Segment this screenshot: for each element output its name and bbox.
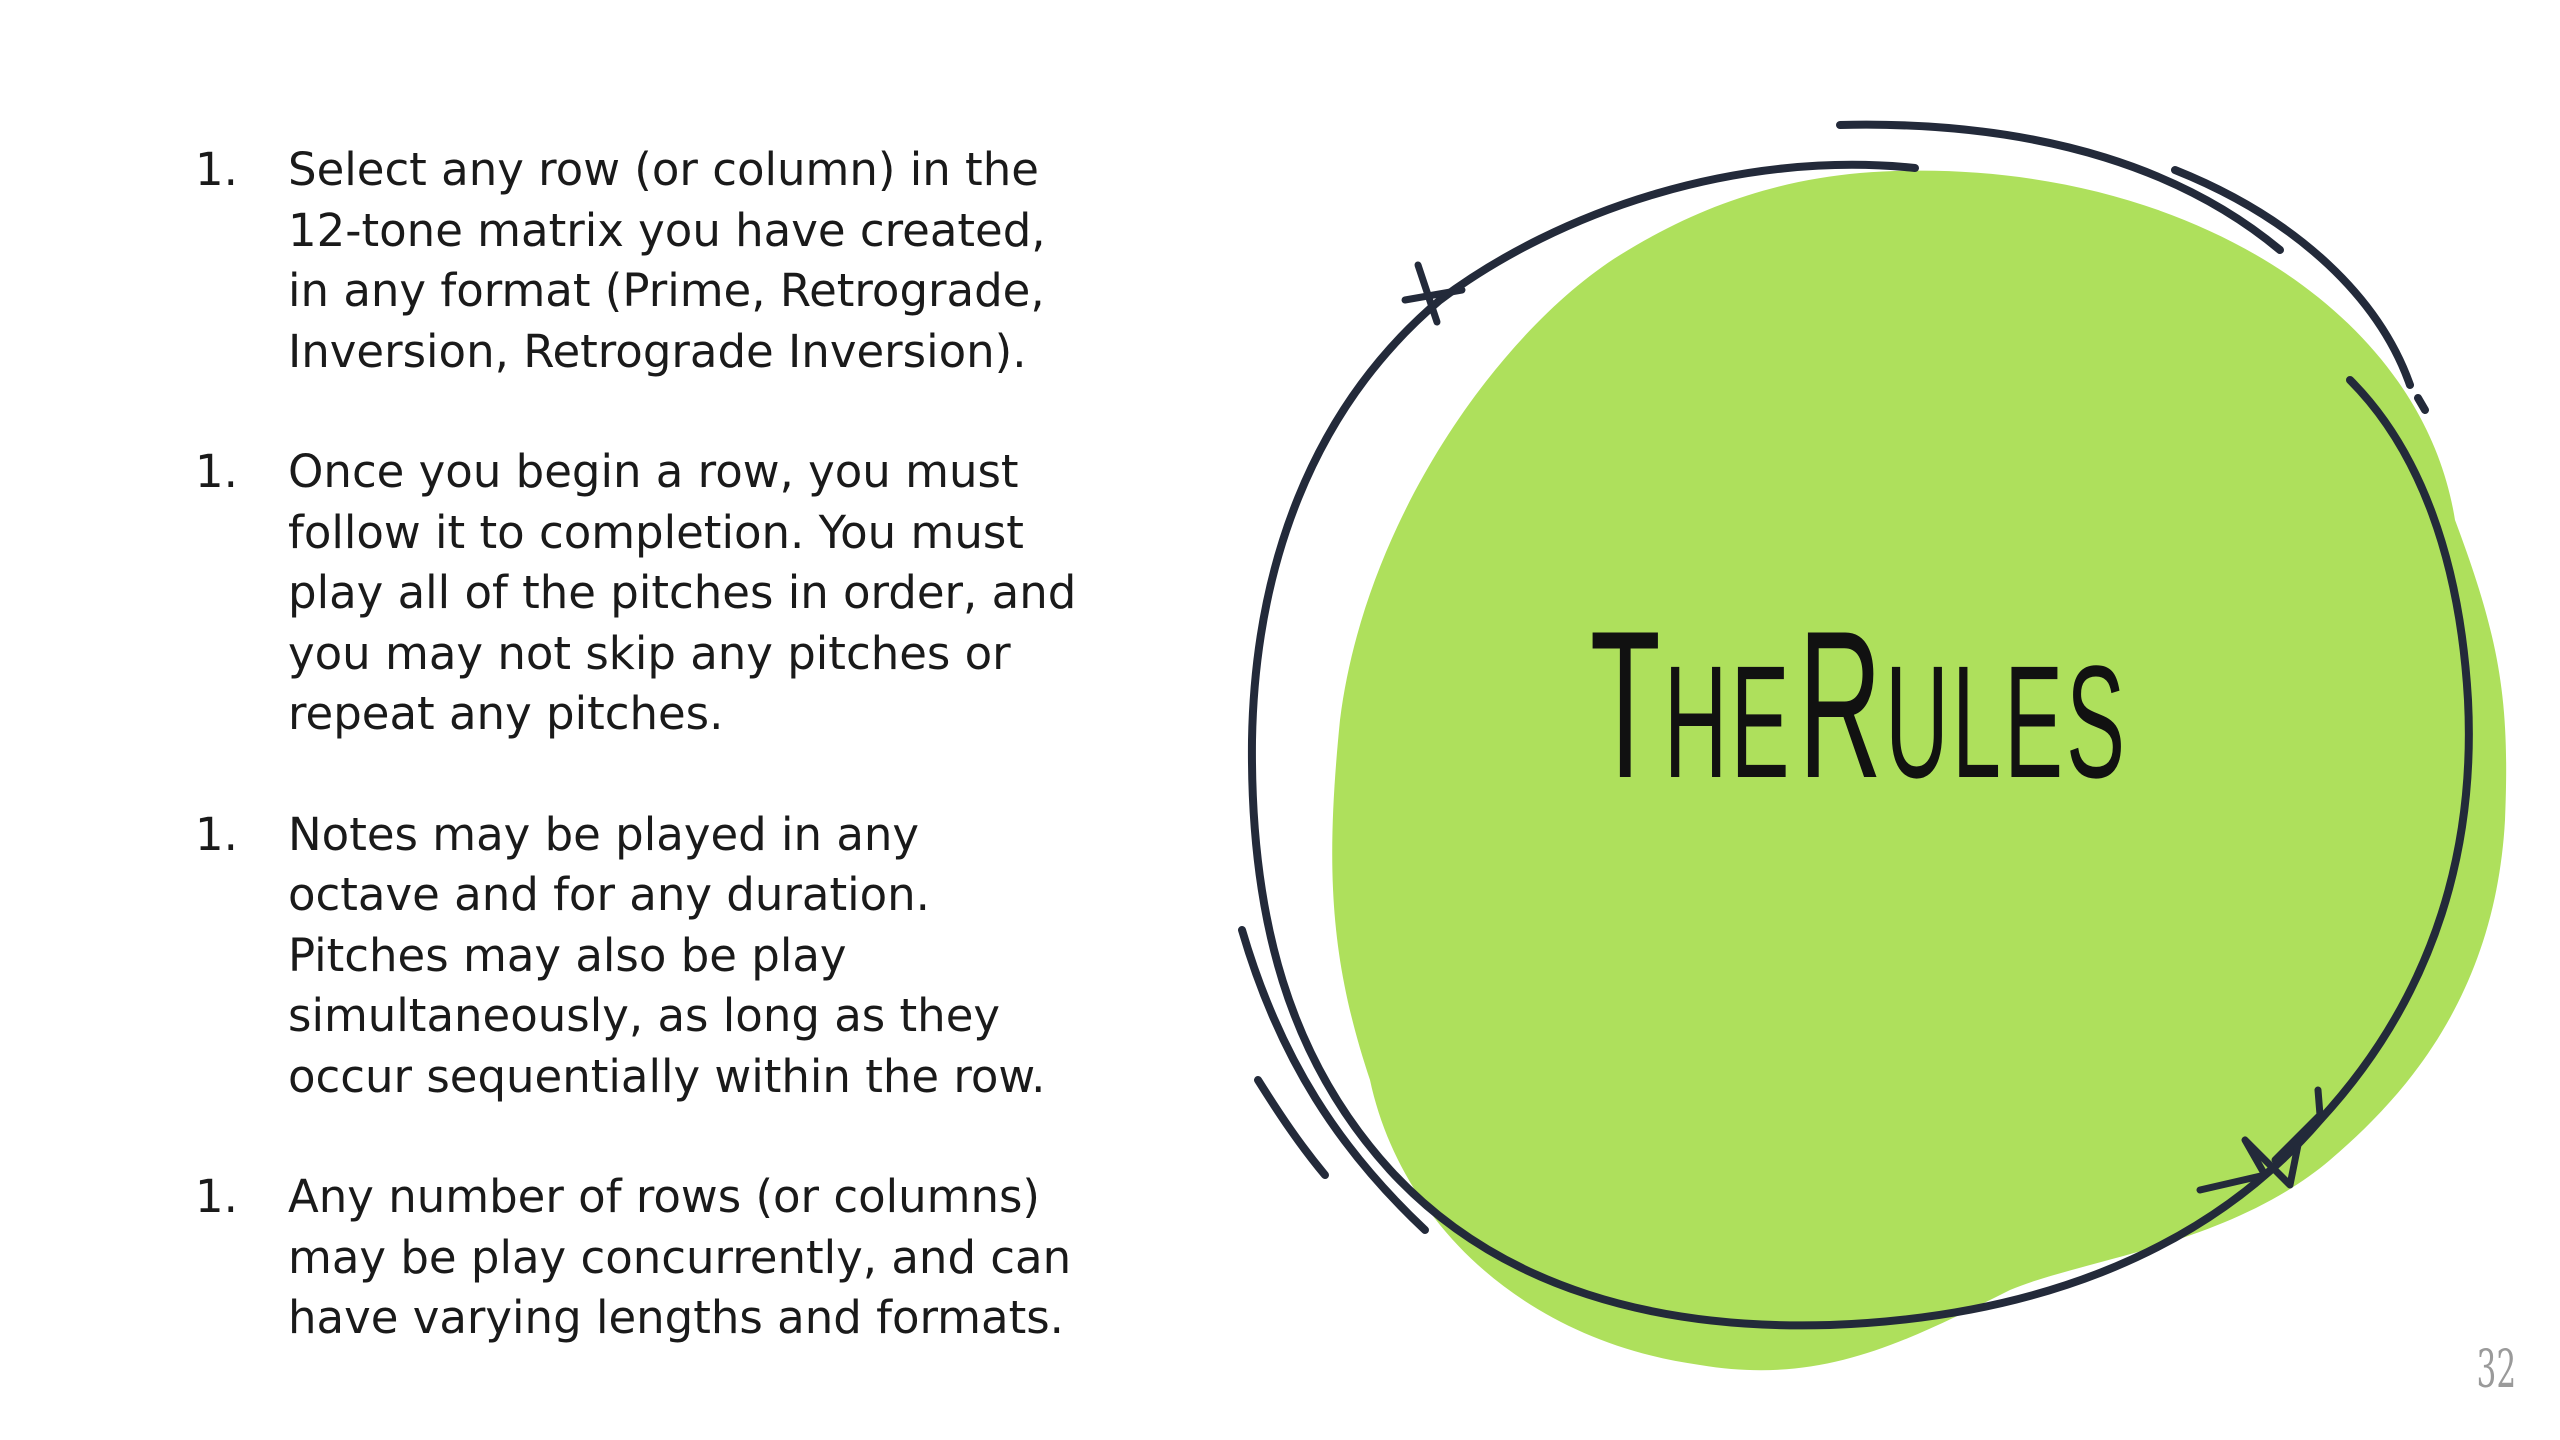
rules-list: 1. Select any row (or column) in the 12-… <box>195 140 1095 1409</box>
slide-title: THE RULES <box>1590 600 2125 827</box>
title-word2-initial: R <box>1798 587 1886 822</box>
rule-number: 1. <box>195 1170 238 1223</box>
rule-line: Any number of rows (or columns) <box>288 1170 1040 1223</box>
rule-number: 1. <box>195 143 238 196</box>
zigzag-mark-icon <box>2196 1086 2324 1194</box>
outer-arc-bottom-left-1 <box>1238 926 1429 1234</box>
page-number: 32 <box>2476 1340 2516 1400</box>
rule-text: Notes may be played in any octave and fo… <box>288 805 1095 1108</box>
rule-item: 1. Notes may be played in any octave and… <box>195 805 1095 1108</box>
rule-line: simultaneously, as long as they <box>288 989 1001 1042</box>
rule-text: Once you begin a row, you must follow it… <box>288 442 1095 745</box>
rule-item: 1. Once you begin a row, you must follow… <box>195 442 1095 745</box>
rule-line: Inversion, Retrograde Inversion). <box>288 324 1027 378</box>
rule-line: Notes may be played in any <box>288 807 920 861</box>
rule-item: 1. Select any row (or column) in the 12-… <box>195 140 1095 382</box>
rule-line: in any format (Prime, Retrograde, <box>288 264 1045 317</box>
rule-text: Any number of rows (or columns) may be p… <box>288 1167 1095 1349</box>
green-blob-shape <box>1332 170 2507 1371</box>
rule-number: 1. <box>195 807 238 861</box>
rule-line: you may not skip any pitches or <box>288 626 1011 680</box>
star-mark-icon <box>1401 261 1466 326</box>
rule-number: 1. <box>195 445 238 498</box>
rule-line: Pitches may also be play <box>288 928 847 982</box>
outer-arc-dot <box>2414 394 2429 414</box>
outer-arc-top <box>1836 120 2284 254</box>
rule-line: octave and for any duration. <box>288 868 930 921</box>
rule-line: follow it to completion. You must <box>288 505 1024 559</box>
rule-line: Once you begin a row, you must <box>288 445 1019 498</box>
outer-arc-bottom-left-2 <box>1254 1076 1329 1179</box>
rule-line: Select any row (or column) in the <box>288 143 1039 196</box>
title-word1-rest: HE <box>1663 632 1793 811</box>
rule-line: may be play concurrently, and can <box>288 1230 1072 1284</box>
title-word2-rest: ULES <box>1885 632 2129 811</box>
outer-arc-right <box>2171 166 2414 389</box>
rule-line: have varying lengths and formats. <box>288 1291 1064 1344</box>
rule-line: repeat any pitches. <box>288 687 724 740</box>
title-word1-initial: T <box>1590 587 1664 822</box>
main-circle-outline <box>1247 160 2473 1330</box>
rule-line: 12-tone matrix you have created, <box>288 203 1046 257</box>
rule-item: 1. Any number of rows (or columns) may b… <box>195 1167 1095 1349</box>
rule-line: occur sequentially within the row. <box>288 1049 1046 1103</box>
rule-text: Select any row (or column) in the 12-ton… <box>288 140 1095 382</box>
rule-line: play all of the pitches in order, and <box>288 566 1077 619</box>
